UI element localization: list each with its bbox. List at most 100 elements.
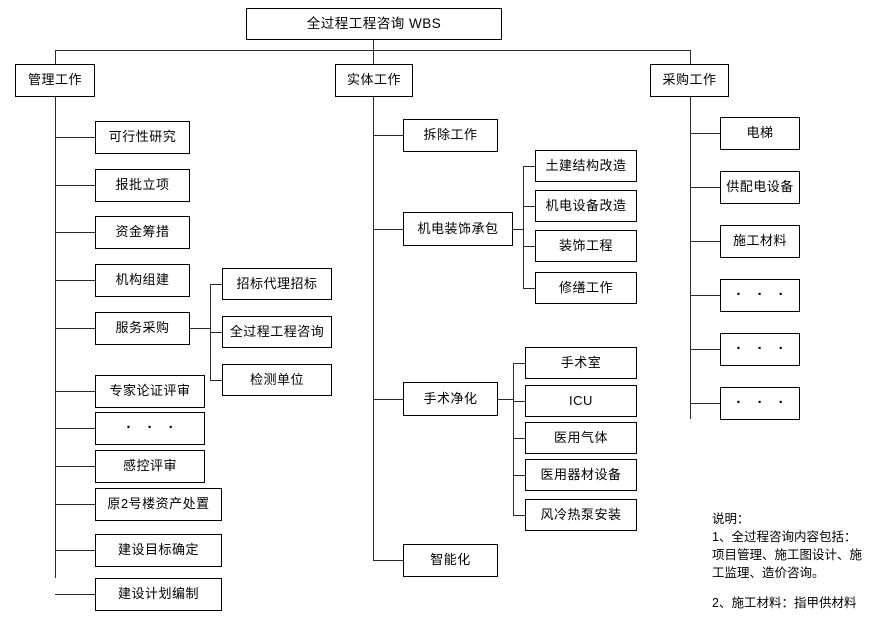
node-mep-equipment-renovation[interactable]: 机电设备改造 (535, 190, 637, 222)
node-medical-gas[interactable]: 医用气体 (525, 422, 637, 454)
node-decoration-engineering-label: 装饰工程 (558, 237, 613, 253)
node-medical-equipment[interactable]: 医用器材设备 (525, 459, 637, 491)
connector-management-to-feasibility-study (55, 137, 95, 138)
node-mep-decoration-contract[interactable]: 机电装饰承包 (403, 212, 513, 246)
node-root-label: 全过程工程咨询 WBS (306, 15, 442, 31)
node-management-ellipsis-label: · · · (126, 419, 180, 437)
connector-procurement-to-ellipsis-1 (690, 295, 720, 296)
node-construction-goal[interactable]: 建设目标确定 (95, 534, 222, 567)
node-construction-materials[interactable]: 施工材料 (720, 225, 800, 258)
connector-physical-to-demolition-work (373, 135, 403, 136)
node-service-procurement[interactable]: 服务采购 (95, 312, 190, 345)
connector-management-to-construction-plan (55, 594, 95, 595)
connector-management-to-service-procurement (55, 328, 95, 329)
node-repair-work[interactable]: 修缮工作 (535, 272, 637, 304)
connector-management-to-fund-raising (55, 232, 95, 233)
node-procurement[interactable]: 采购工作 (650, 64, 729, 97)
connector-procurement-to-elevator (690, 133, 720, 134)
node-approval-project[interactable]: 报批立项 (95, 169, 190, 202)
node-testing-unit[interactable]: 检测单位 (222, 364, 332, 396)
connector-to-icu (513, 401, 525, 402)
connector-physical-trunk (373, 97, 374, 561)
node-construction-plan[interactable]: 建设计划编制 (95, 578, 222, 611)
node-air-cooled-heat-pump-label: 风冷热泵安装 (540, 506, 622, 522)
node-building2-asset-disposal[interactable]: 原2号楼资产处置 (95, 488, 222, 521)
node-infection-control-review[interactable]: 感控评审 (95, 450, 205, 483)
connector-surgery-trunk (513, 363, 514, 515)
node-procurement-ellipsis-3-label: · · · (736, 394, 790, 412)
connector-to-civil-structure-renovation (523, 166, 535, 167)
node-construction-materials-label: 施工材料 (732, 233, 787, 249)
node-bidding-agency-label: 招标代理招标 (236, 275, 318, 291)
connector-procurement-trunk (690, 97, 691, 419)
connector-to-decoration-engineering (523, 246, 535, 247)
node-intelligent-systems[interactable]: 智能化 (403, 544, 498, 577)
node-fund-raising[interactable]: 资金筹措 (95, 216, 190, 249)
node-approval-project-label: 报批立项 (115, 177, 170, 193)
connector-management-to-organization-setup (55, 280, 95, 281)
connector-procurement-to-ellipsis-2 (690, 349, 720, 350)
node-operating-room-label: 手术室 (560, 354, 602, 370)
node-mep-equipment-renovation-label: 机电设备改造 (545, 197, 627, 213)
connector-management-to-expert-review (55, 391, 95, 392)
node-bidding-agency[interactable]: 招标代理招标 (222, 268, 332, 300)
node-feasibility-study[interactable]: 可行性研究 (95, 121, 190, 154)
node-mep-decoration-contract-label: 机电装饰承包 (417, 220, 499, 236)
node-surgery-purification[interactable]: 手术净化 (403, 382, 498, 416)
node-organization-setup[interactable]: 机构组建 (95, 264, 190, 297)
connector-procurement-to-construction-materials (690, 241, 720, 242)
node-repair-work-label: 修缮工作 (558, 279, 613, 295)
node-procurement-ellipsis-2-label: · · · (736, 340, 790, 358)
node-expert-review-label: 专家论证评审 (109, 383, 191, 399)
node-surgery-purification-label: 手术净化 (423, 390, 478, 406)
connector-service-procurement-out (190, 328, 210, 329)
node-operating-room[interactable]: 手术室 (525, 347, 637, 379)
node-whole-process-consulting[interactable]: 全过程工程咨询 (222, 316, 332, 348)
node-procurement-ellipsis-1-label: · · · (736, 286, 790, 304)
node-medical-gas-label: 医用气体 (553, 429, 608, 445)
node-power-supply-equipment[interactable]: 供配电设备 (720, 171, 800, 204)
node-infection-control-review-label: 感控评审 (122, 458, 177, 474)
node-intelligent-systems-label: 智能化 (430, 552, 471, 568)
node-service-procurement-label: 服务采购 (115, 320, 170, 336)
node-management[interactable]: 管理工作 (15, 64, 95, 97)
node-expert-review[interactable]: 专家论证评审 (95, 375, 205, 408)
connector-management-to-infection-control-review (55, 466, 95, 467)
connector-root-stem (373, 40, 374, 50)
connector-to-air-cooled-heat-pump (513, 515, 525, 516)
connector-bus-to-procurement (690, 50, 691, 64)
node-elevator[interactable]: 电梯 (720, 117, 800, 150)
node-construction-goal-label: 建设目标确定 (117, 542, 199, 558)
node-medical-equipment-label: 医用器材设备 (540, 466, 622, 482)
connector-bus-to-physical (373, 50, 374, 64)
node-physical-label: 实体工作 (346, 72, 401, 88)
connector-to-testing-unit (210, 380, 222, 381)
connector-root-bus (55, 50, 690, 51)
notes-item-1: 1、全过程咨询内容包括： 项目管理、施工图设计、施 工监理、造价咨询。 (712, 530, 863, 581)
connector-to-medical-equipment (513, 475, 525, 476)
node-demolition-work[interactable]: 拆除工作 (403, 119, 498, 152)
node-organization-setup-label: 机构组建 (115, 272, 170, 288)
node-procurement-ellipsis-1[interactable]: · · · (720, 279, 800, 312)
connector-to-bidding-agency (210, 284, 222, 285)
connector-to-repair-work (523, 288, 535, 289)
node-root[interactable]: 全过程工程咨询 WBS (246, 8, 502, 40)
node-procurement-ellipsis-3[interactable]: · · · (720, 387, 800, 420)
node-air-cooled-heat-pump[interactable]: 风冷热泵安装 (525, 499, 637, 531)
node-physical[interactable]: 实体工作 (335, 64, 413, 97)
notes-heading: 说明： (712, 512, 750, 526)
node-decoration-engineering[interactable]: 装饰工程 (535, 230, 637, 262)
node-icu[interactable]: ICU (525, 385, 637, 417)
notes-item-2: 2、施工材料：指甲供材料 (712, 596, 857, 610)
connector-management-trunk (55, 97, 56, 578)
connector-mep-out (513, 229, 523, 230)
node-construction-plan-label: 建设计划编制 (117, 586, 199, 602)
node-management-ellipsis[interactable]: · · · (95, 412, 205, 445)
node-power-supply-equipment-label: 供配电设备 (726, 179, 794, 195)
connector-procurement-to-ellipsis-3 (690, 403, 720, 404)
node-procurement-ellipsis-2[interactable]: · · · (720, 333, 800, 366)
connector-to-medical-gas (513, 438, 525, 439)
node-feasibility-study-label: 可行性研究 (108, 129, 177, 145)
connector-management-to-construction-goal (55, 550, 95, 551)
node-civil-structure-renovation[interactable]: 土建结构改造 (535, 150, 637, 182)
